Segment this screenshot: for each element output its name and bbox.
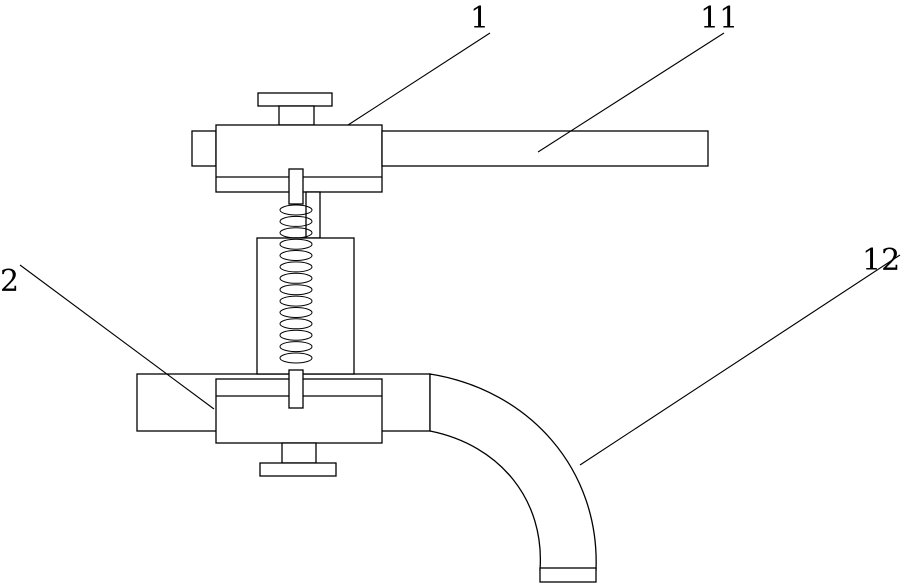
spring-housing	[256, 237, 355, 375]
label-part-12: 12	[862, 243, 900, 278]
curved-spout	[429, 373, 597, 571]
leader-line-1	[347, 32, 491, 126]
spring-coil	[279, 295, 313, 307]
upper-knob-stem	[278, 105, 315, 126]
spring-coil	[279, 307, 313, 318]
spring-coil	[279, 238, 313, 250]
spring-coil	[279, 318, 313, 330]
label-part-1: 1	[470, 1, 489, 36]
lower-spring-pin	[288, 369, 304, 409]
spring-coil	[279, 261, 313, 273]
spring-coil	[279, 250, 313, 261]
spring-coil	[279, 284, 313, 296]
lower-clamp-assembly	[215, 378, 383, 477]
label-part-2: 2	[0, 264, 19, 299]
spring-coil	[279, 272, 313, 284]
spring-coil	[279, 329, 313, 341]
upper-clamp-assembly	[191, 92, 383, 193]
spring-coil	[279, 352, 313, 364]
spring-coil	[279, 204, 313, 216]
leader-line-11	[537, 32, 725, 153]
lower-knob-cap	[259, 462, 337, 477]
spring-coil	[279, 227, 313, 239]
spout-tip	[539, 567, 597, 583]
upper-arm	[381, 130, 709, 167]
lower-knob-stem	[281, 442, 317, 464]
spring-coil	[279, 341, 313, 353]
spring-coil	[279, 215, 313, 227]
leader-line-12	[579, 254, 901, 466]
upper-knob-cap	[257, 92, 333, 107]
label-part-11: 11	[700, 1, 738, 36]
upper-left-stub	[191, 130, 217, 167]
leader-line-2	[19, 264, 215, 410]
upper-spring-pin	[288, 168, 304, 205]
connecting-rod	[305, 191, 321, 239]
spring	[279, 204, 313, 364]
